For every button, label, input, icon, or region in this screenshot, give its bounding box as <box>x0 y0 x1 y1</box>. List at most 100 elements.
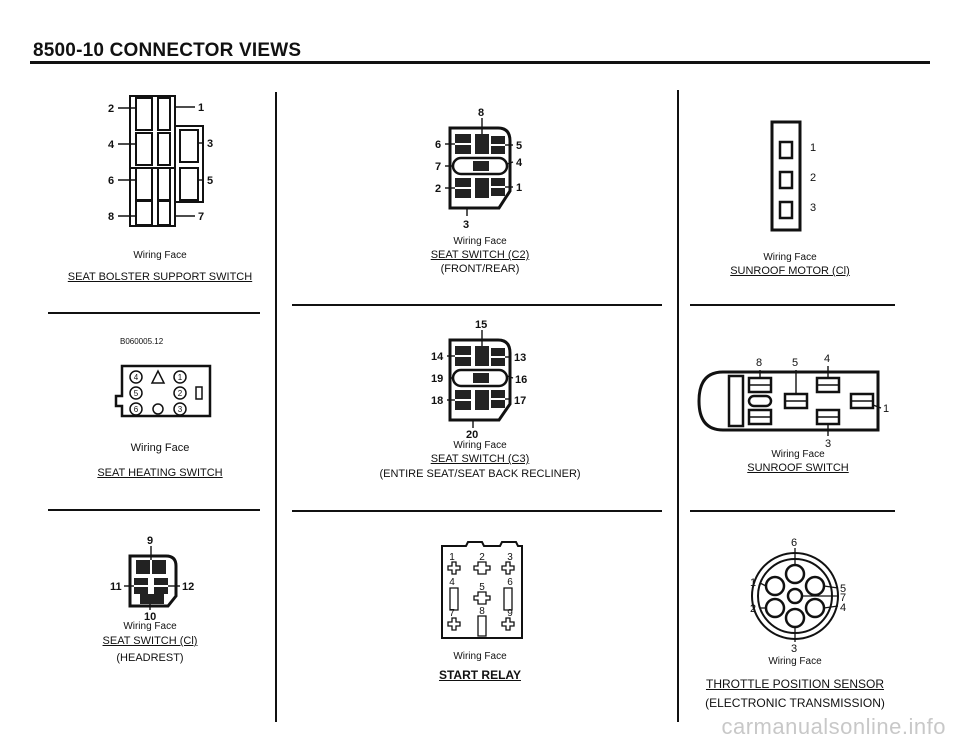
throttle-sensor-pin: 3 <box>791 643 797 655</box>
throttle-sensor-face-label: Wiring Face <box>768 656 822 667</box>
row-divider-2-right <box>690 510 895 512</box>
title-rule <box>30 61 930 64</box>
row-divider-1-mid <box>292 304 662 306</box>
start-relay-pin: 8 <box>479 606 485 617</box>
start-relay-pin: 2 <box>479 552 485 563</box>
seat-switch-c3-pin: 20 <box>466 429 478 441</box>
seat-bolster-connector-diagram: 2 1 4 3 6 5 8 7 <box>108 95 213 227</box>
seat-bolster-pin: 2 <box>108 103 114 115</box>
seat-heating-ref-code: B060005.12 <box>120 337 164 346</box>
sunroof-motor-name: SUNROOF MOTOR (Cl) <box>730 265 850 277</box>
seat-switch-c1-note: (HEADREST) <box>116 652 184 664</box>
sunroof-switch-pin: 3 <box>825 438 831 450</box>
sunroof-switch-name: SUNROOF SWITCH <box>747 462 849 474</box>
seat-switch-c2-pin: 4 <box>516 157 523 169</box>
seat-bolster-pin: 4 <box>108 139 115 151</box>
seat-switch-c3-pin: 19 <box>431 373 443 385</box>
throttle-sensor-note: (ELECTRONIC TRANSMISSION) <box>705 696 885 710</box>
throttle-sensor-name: THROTTLE POSITION SENSOR <box>705 677 885 691</box>
seat-switch-c3-face-label: Wiring Face <box>453 440 507 451</box>
seat-switch-c3-pin: 17 <box>514 395 526 407</box>
seat-switch-c2-face-label: Wiring Face <box>453 236 507 247</box>
sunroof-motor-pin: 3 <box>810 202 816 214</box>
seat-heating-pin: 1 <box>178 373 183 382</box>
seat-heating-connector-diagram: 4 1 5 2 6 3 <box>114 364 212 418</box>
start-relay-connector-diagram: 1 2 3 4 5 6 7 8 9 <box>441 541 523 639</box>
seat-switch-c2-note: (FRONT/REAR) <box>440 263 520 275</box>
seat-switch-c2-pin: 8 <box>478 107 484 119</box>
seat-heating-pin: 3 <box>178 405 183 414</box>
start-relay-pin: 5 <box>479 582 485 593</box>
row-divider-2-mid <box>292 510 662 512</box>
seat-switch-c2-pin: 3 <box>463 219 469 231</box>
start-relay-name: START RELAY <box>438 668 521 682</box>
start-relay-pin: 6 <box>507 577 513 588</box>
seat-heating-pin: 2 <box>178 389 183 398</box>
seat-switch-c1-pin: 9 <box>147 535 153 547</box>
throttle-sensor-connector-diagram: 6 1 5 7 2 4 3 <box>750 537 846 655</box>
sunroof-motor-face-label: Wiring Face <box>763 252 817 263</box>
seat-bolster-pin: 3 <box>207 138 213 150</box>
seat-switch-c1-face-label: Wiring Face <box>123 621 177 632</box>
seat-bolster-face-label: Wiring Face <box>133 250 187 261</box>
sunroof-motor-pin: 1 <box>810 142 816 154</box>
seat-bolster-name: SEAT BOLSTER SUPPORT SWITCH <box>67 271 253 283</box>
seat-bolster-pin: 1 <box>198 102 204 114</box>
seat-heating-name: SEAT HEATING SWITCH <box>97 467 223 479</box>
sunroof-switch-pin: 5 <box>792 357 798 369</box>
sunroof-switch-connector-diagram: 8 5 4 1 3 <box>697 353 889 450</box>
throttle-sensor-pin: 5 <box>840 583 846 595</box>
seat-bolster-pin: 6 <box>108 175 114 187</box>
start-relay-pin: 4 <box>449 577 455 588</box>
seat-switch-c3-connector-diagram: 15 14 13 19 16 18 17 20 <box>431 319 527 441</box>
seat-switch-c2-pin: 5 <box>516 140 522 152</box>
seat-switch-c2-pin: 6 <box>435 139 441 151</box>
start-relay-pin: 1 <box>449 552 455 563</box>
column-divider-left <box>275 92 277 722</box>
seat-switch-c2-pin: 7 <box>435 161 441 173</box>
seat-switch-c2-name: SEAT SWITCH (C2) <box>430 249 530 261</box>
seat-switch-c1-pin: 12 <box>182 581 194 593</box>
start-relay-pin: 3 <box>507 552 513 563</box>
seat-switch-c3-pin: 18 <box>431 395 443 407</box>
seat-switch-c3-pin: 14 <box>431 351 444 363</box>
seat-bolster-pin: 8 <box>108 211 114 223</box>
throttle-sensor-pin: 4 <box>840 602 846 614</box>
throttle-sensor-pin: 1 <box>750 577 756 589</box>
seat-switch-c1-pin: 10 <box>144 611 156 623</box>
start-relay-face-label: Wiring Face <box>453 651 507 662</box>
seat-switch-c2-pin: 1 <box>516 182 522 194</box>
seat-heating-pin: 6 <box>134 405 139 414</box>
seat-switch-c3-pin: 16 <box>515 374 527 386</box>
sunroof-switch-pin: 8 <box>756 357 762 369</box>
seat-switch-c3-pin: 13 <box>514 352 526 364</box>
seat-switch-c3-note: (ENTIRE SEAT/SEAT BACK RECLINER) <box>379 468 581 480</box>
sunroof-switch-pin: 4 <box>824 353 830 365</box>
page-title: 8500-10 CONNECTOR VIEWS <box>33 40 302 61</box>
throttle-sensor-pin: 6 <box>791 537 797 549</box>
sunroof-motor-pin: 2 <box>810 172 816 184</box>
row-divider-2-left <box>48 509 260 511</box>
throttle-sensor-pin: 7 <box>840 592 846 604</box>
seat-bolster-pin: 5 <box>207 175 213 187</box>
watermark: carmanualsonline.info <box>721 714 946 739</box>
seat-heating-pin: 4 <box>134 373 139 382</box>
start-relay-pin: 9 <box>507 608 513 619</box>
seat-switch-c1-pin: 11 <box>110 581 122 593</box>
seat-switch-c1-name: SEAT SWITCH (Cl) <box>102 635 198 647</box>
column-divider-right <box>677 90 679 722</box>
seat-switch-c1-connector-diagram: 9 11 12 10 <box>110 535 194 623</box>
seat-bolster-pin: 7 <box>198 211 204 223</box>
row-divider-1-left <box>48 312 260 314</box>
sunroof-switch-face-label: Wiring Face <box>771 449 825 460</box>
sunroof-motor-connector-diagram: 1 2 3 <box>770 120 816 232</box>
seat-switch-c2-connector-diagram: 8 6 5 7 4 2 1 3 <box>435 107 523 231</box>
seat-switch-c3-name: SEAT SWITCH (C3) <box>430 453 530 465</box>
seat-heating-pin: 5 <box>134 389 139 398</box>
throttle-sensor-pin: 2 <box>750 603 756 615</box>
seat-heating-face-label: Wiring Face <box>130 442 190 454</box>
start-relay-pin: 7 <box>449 608 455 619</box>
seat-switch-c2-pin: 2 <box>435 183 441 195</box>
row-divider-1-right <box>690 304 895 306</box>
seat-switch-c3-pin: 15 <box>475 319 487 331</box>
